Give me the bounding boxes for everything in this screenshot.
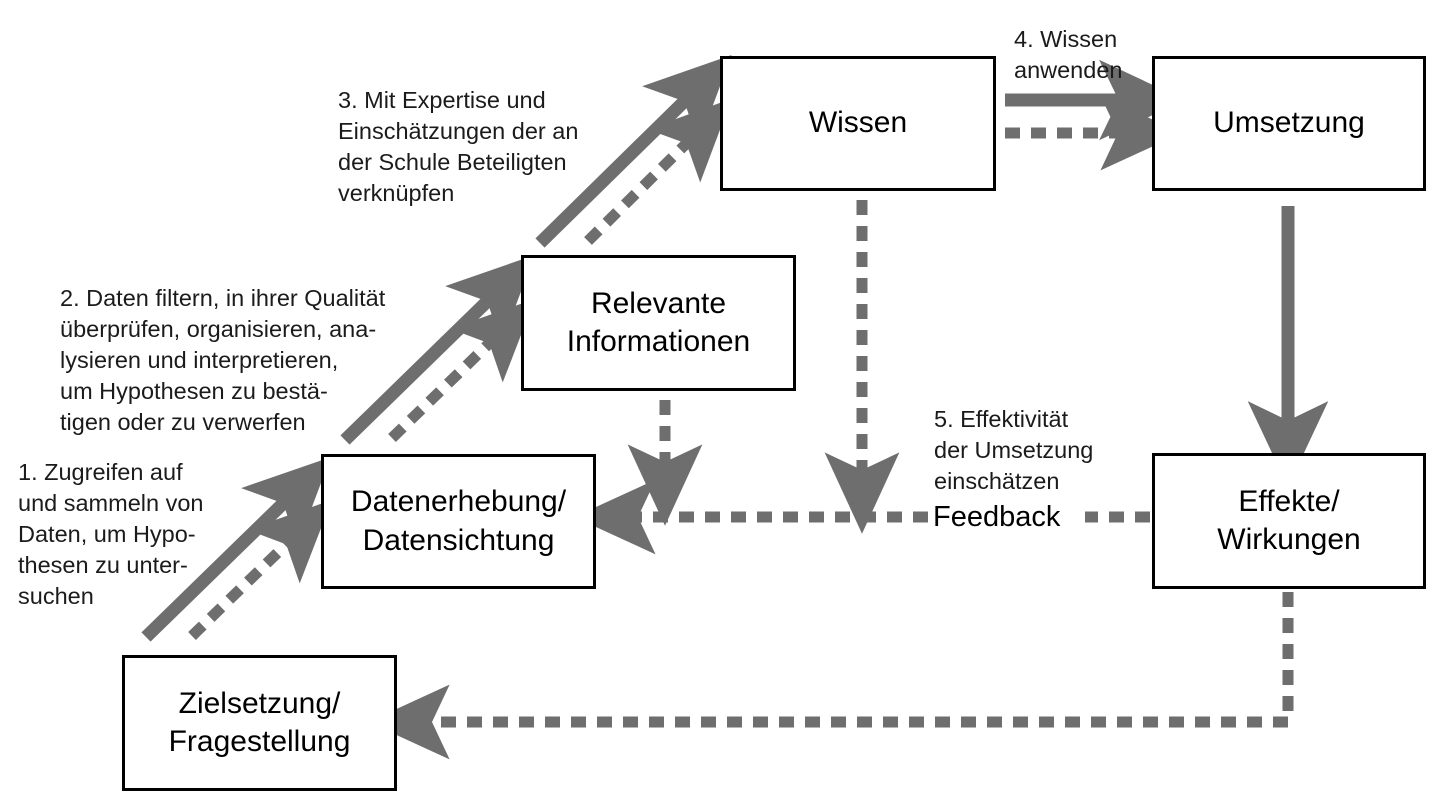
step-label-4: 4. Wissen anwenden <box>1014 26 1123 84</box>
arrow-dashed-effekte-zielsetzung <box>368 592 1294 760</box>
step-label-1: 1. Zugreifen auf und sammeln von Daten, … <box>18 459 204 610</box>
node-umsetzung-label: Umsetzung <box>1213 106 1365 140</box>
node-wissen[interactable]: Wissen <box>720 56 996 191</box>
node-datenerhebung-label: Datenerhebung/ Datensichtung <box>350 485 567 557</box>
arrow-dashed-step3 <box>584 98 732 245</box>
step-label-3: 3. Mit Expertise und Einschätzungen der … <box>338 87 579 207</box>
feedback-label: Feedback <box>933 501 1061 533</box>
node-effekte-label: Effekte/ Wirkungen <box>1217 484 1361 556</box>
node-datenerhebung[interactable]: Datenerhebung/ Datensichtung <box>321 454 596 589</box>
node-effekte[interactable]: Effekte/ Wirkungen <box>1152 453 1426 589</box>
node-zielsetzung-label: Zielsetzung/ Fragestellung <box>168 686 351 758</box>
node-umsetzung[interactable]: Umsetzung <box>1152 56 1426 191</box>
arrow-dashed-step2 <box>388 298 535 442</box>
step-label-2: 2. Daten filtern, in ihrer Qualität über… <box>60 285 386 436</box>
node-relevante-informationen-label: Relevante Informationen <box>566 286 751 358</box>
node-relevante-informationen[interactable]: Relevante Informationen <box>521 255 796 391</box>
step-label-5: 5. Effektivität der Umsetzung einschätze… <box>934 406 1094 495</box>
node-wissen-label: Wissen <box>808 106 908 140</box>
node-zielsetzung[interactable]: Zielsetzung/ Fragestellung <box>122 655 397 791</box>
